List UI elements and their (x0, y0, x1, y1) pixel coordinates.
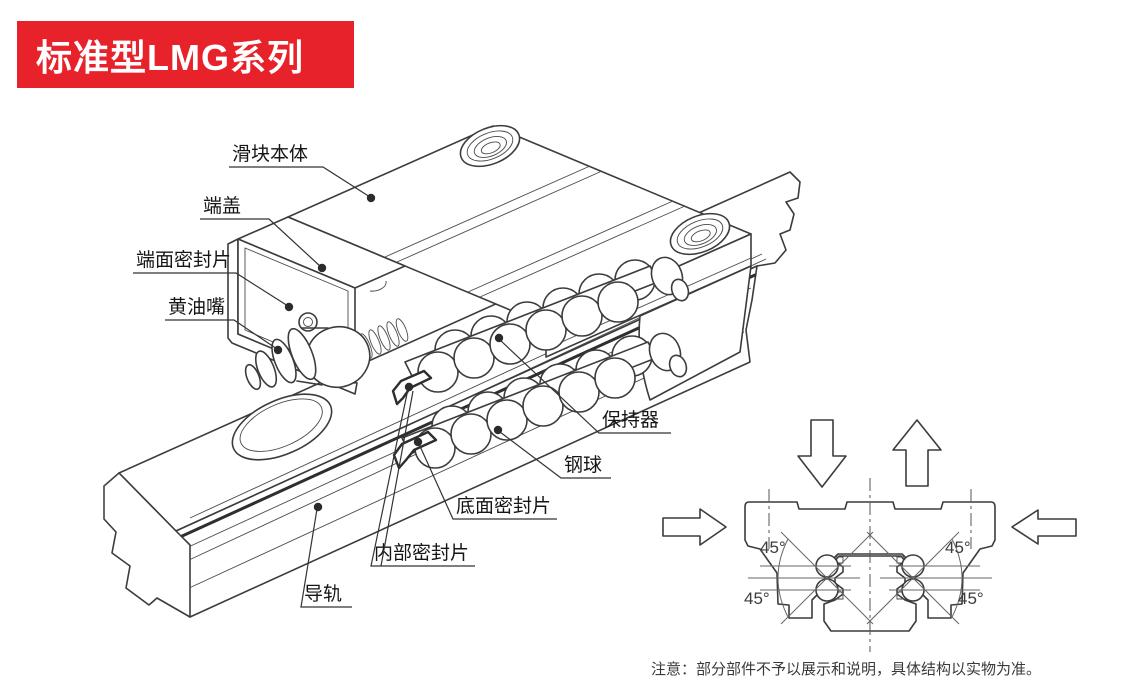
label-text: 导轨 (304, 583, 342, 605)
angle-label: 45° (958, 589, 984, 608)
label-text: 端面密封片 (136, 249, 231, 271)
thread-coil (359, 318, 409, 359)
label-end-cap: 端盖 (200, 195, 327, 273)
label-text: 保持器 (602, 409, 659, 431)
footnote: 注意：部分部件不予以展示和说明，具体结构以实物为准。 (651, 661, 1042, 678)
labels: 滑块本体 端盖 端面密封片 黄油嘴 保持器 (133, 143, 671, 608)
angle-label: 45° (744, 589, 770, 608)
load-arrow-down-icon (797, 419, 847, 488)
label-text: 黄油嘴 (168, 296, 225, 318)
cutaway-drawing (391, 256, 690, 470)
angle-label: 45° (760, 538, 786, 557)
label-grease-nipple: 黄油嘴 (165, 296, 283, 355)
angle-label: 45° (945, 538, 971, 557)
mount-hole (459, 124, 521, 168)
page-title: 标准型LMG系列 (36, 36, 304, 78)
load-arrow-up-icon (892, 419, 942, 487)
label-text: 滑块本体 (232, 143, 308, 165)
load-arrow-right-icon (662, 508, 727, 546)
label-text: 钢球 (564, 454, 602, 476)
label-text: 端盖 (203, 195, 241, 217)
cross-section-drawing: 45° 45° 45° 45° (662, 419, 1077, 652)
load-arrow-left-icon (1011, 509, 1077, 545)
label-text: 内部密封片 (374, 542, 469, 564)
label-steel-ball: 钢球 (493, 425, 611, 479)
xsec-block-outline (744, 501, 996, 619)
label-retainer: 保持器 (494, 333, 671, 434)
inner-seal-clip (391, 369, 433, 406)
label-inner-seal: 内部密封片 (370, 382, 475, 567)
title-banner: 标准型LMG系列 (17, 21, 354, 88)
mount-hole (669, 212, 731, 256)
bottom-seal-clip (392, 430, 438, 470)
steel-balls-upper-front (417, 281, 639, 393)
label-text: 底面密封片 (456, 495, 551, 517)
label-guide-rail: 导轨 (300, 502, 352, 608)
label-end-seal: 端面密封片 (133, 249, 294, 312)
label-slider-body: 滑块本体 (229, 143, 376, 203)
label-bottom-seal: 底面密封片 (413, 437, 557, 520)
